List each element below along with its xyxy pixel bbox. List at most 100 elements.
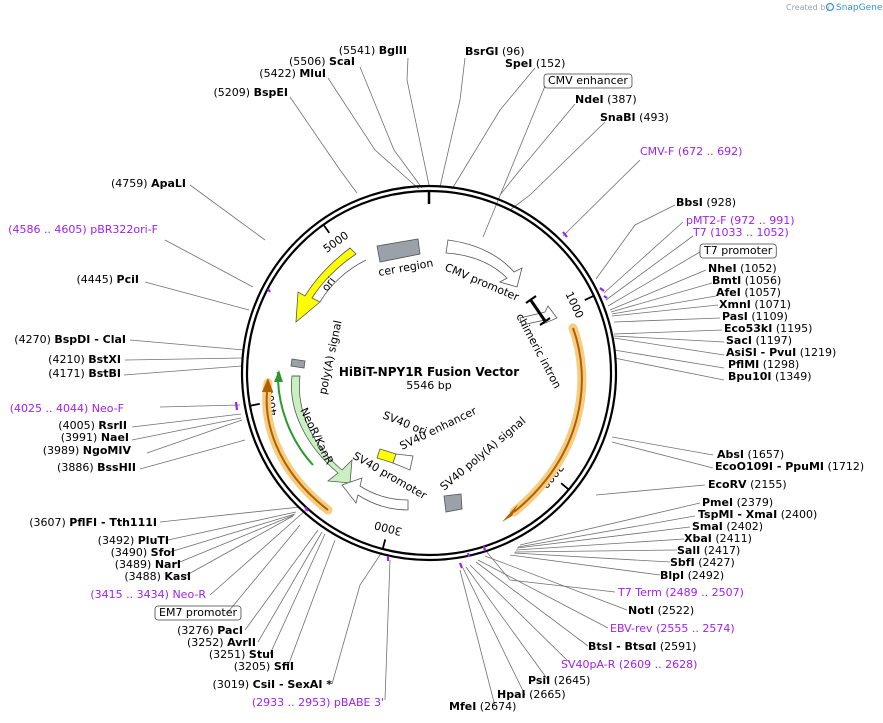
site-label[interactable]: TspMI - XmaI (2400) [698,508,817,521]
site-position: (1195) [776,322,813,335]
feature-neor-kanr[interactable] [291,375,353,484]
feature-polya-signal[interactable] [290,358,306,369]
primer-label[interactable]: CMV-F (672 .. 692) [640,145,742,158]
primer-label[interactable]: (3415 .. 3434) Neo-R [90,588,206,601]
site-label[interactable]: CMV enhancer [548,74,628,87]
site-label[interactable]: EcoRV (2155) [708,478,787,491]
site-position: (928) [706,196,736,209]
feature-cds-left[interactable] [265,382,329,511]
site-label[interactable]: (3252) AvrII [187,636,256,649]
site-label[interactable]: SnaBI (493) [600,111,669,124]
site-name: SnaBI [600,111,636,124]
site-label[interactable]: (3251) StuI [209,648,274,661]
site-label[interactable]: SbfI (2427) [670,556,735,569]
primer-label[interactable]: SV40pA-R (2609 .. 2628) [561,658,697,671]
site-name: PflMI [728,358,759,371]
primer-marks [234,231,608,569]
site-label[interactable]: (5506) ScaI [289,55,355,68]
site-label[interactable]: XbaI (2411) [684,532,752,545]
site-label[interactable]: AfeI (1057) [716,286,781,299]
primer-label[interactable]: (2933 .. 2953) pBABE 3' [252,696,384,709]
site-label[interactable]: (3989) NgoMIV [43,444,132,457]
site-label[interactable]: (4759) ApaLI [111,177,186,190]
site-label[interactable]: PasI (1109) [722,310,788,323]
primer-label[interactable]: T7 Term (2489 .. 2507) [617,586,744,599]
site-label[interactable]: SpeI (152) [505,57,565,70]
feature-cds-right[interactable] [513,327,583,513]
site-label[interactable]: (3490) SfoI [111,546,175,559]
snapgene-logo-icon [825,2,835,12]
site-label[interactable]: NheI (1052) [708,262,777,275]
site-name: BbsI [676,196,703,209]
site-label[interactable]: EcoO109I - PpuMI (1712) [715,460,864,473]
site-label[interactable]: (3276) PacI [177,624,243,637]
feature-ori[interactable] [295,247,357,323]
site-label[interactable]: PflMI (1298) [728,358,799,371]
site-label[interactable]: SalI (2417) [677,544,740,557]
primer-label[interactable]: (4025 .. 4044) Neo-F [10,402,124,415]
site-name: KasI [164,570,191,583]
site-label[interactable]: (3019) CsiI - SexAI * [213,678,333,691]
site-label[interactable]: (4210) BstXI [48,353,121,366]
site-label[interactable]: (3886) BssHII [57,461,136,474]
site-position: (1057) [744,286,781,299]
site-label[interactable]: T7 promoter [703,244,773,257]
feature-box [699,243,777,259]
site-name: BtsI - BtsαI [588,640,656,653]
site-label[interactable]: (4445) PciI [76,273,139,286]
site-label[interactable]: AsiSI - PvuI (1219) [726,346,836,359]
feature-sv40-promoter[interactable] [341,477,409,511]
site-label[interactable]: NdeI (387) [575,93,637,106]
site-label[interactable]: BlpI (2492) [660,569,724,582]
site-label[interactable]: (3607) PflFI - Tth111I [29,516,157,529]
features: cer region CMV promoter chimeric intron … [234,231,608,569]
site-label[interactable]: (3489) NarI [115,558,181,571]
site-position: (3251) [209,648,246,661]
site-name: SmaI [692,520,723,533]
site-name: MluI [299,67,326,80]
site-label[interactable]: BbsI (928) [676,196,736,209]
site-label[interactable]: HpaI (2665) [497,688,566,701]
site-position: (3019) [213,678,250,691]
site-label[interactable]: (5541) BglII [339,44,407,57]
primer-label[interactable]: (4586 .. 4605) pBR322ori-F [8,223,158,236]
feature-sv40-ori[interactable] [376,448,397,464]
site-label[interactable]: PmeI (2379) [702,496,773,509]
site-label[interactable]: Bpu10I (1349) [728,370,812,383]
primer-label[interactable]: T7 (1033 .. 1052) [692,226,789,239]
site-label[interactable]: BtsI - BtsαI (2591) [588,640,696,653]
site-label[interactable]: (5422) MluI [259,67,326,80]
feature-cer-region[interactable] [376,238,421,263]
feature-sv40-enhancer[interactable] [392,453,414,471]
primer-label[interactable]: pMT2-F (972 .. 991) [686,214,795,227]
site-label[interactable]: XmnI (1071) [719,298,791,311]
site-label[interactable]: (3492) PluTI [98,534,169,547]
leader-lines [123,57,725,707]
site-label[interactable]: NotI (2522) [628,604,694,617]
site-label[interactable]: (4171) BstBI [48,367,121,380]
feature-sv40-polya[interactable] [443,493,463,513]
site-name: EcoO109I - PpuMI [715,460,824,473]
site-label[interactable]: BmtI (1056) [712,274,781,287]
primer-label[interactable]: EBV-rev (2555 .. 2574) [610,622,735,635]
site-label[interactable]: (3205) SfiI [234,660,294,673]
site-name: HpaI [497,688,526,701]
site-label[interactable]: EM7 promoter [159,606,237,619]
feature-cmv-promoter[interactable] [445,239,523,288]
site-label[interactable]: SacI (1197) [726,334,792,347]
site-position: (152) [536,57,566,70]
site-label[interactable]: (4005) RsrII [58,419,127,432]
site-label[interactable]: AbsI (1657) [717,448,784,461]
site-label[interactable]: (5209) BspEI [214,86,289,99]
site-position: (2933 .. 2953) [252,696,331,709]
site-label[interactable]: SmaI (2402) [692,520,763,533]
site-label[interactable]: (3991) NaeI [61,431,129,444]
site-label[interactable]: BsrGI (96) [465,45,525,58]
site-label[interactable]: (3488) KasI [124,570,191,583]
site-label[interactable]: Eco53kI (1195) [724,322,812,335]
site-label[interactable]: (4270) BspDI - ClaI [14,333,126,346]
site-label[interactable]: PsiI (2645) [528,674,590,687]
brand-text: SnapGene [836,3,883,13]
site-label[interactable]: MfeI (2674) [449,700,516,713]
plasmid-size: 5546 bp [406,379,451,392]
